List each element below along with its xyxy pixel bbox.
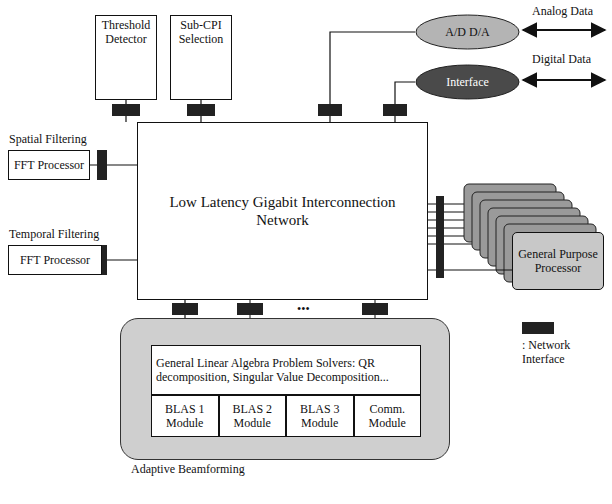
module-box: BLAS 1 Module (151, 395, 219, 437)
oval-shape (416, 65, 519, 99)
interface-oval: Interface (415, 64, 520, 100)
network-link (102, 259, 137, 260)
wire (428, 204, 464, 205)
node-text: Sub-CPI Selection (171, 16, 231, 48)
solver-box: General Linear Algebra Problem Solvers: … (151, 345, 421, 395)
node-text: Interface (442, 73, 493, 91)
node-text: Comm. Module (355, 400, 421, 432)
network-interface (187, 104, 215, 116)
data-arrows (523, 30, 605, 80)
network-interface (237, 303, 263, 315)
processor-box: General Purpose Processor (512, 232, 604, 290)
node-text: BLAS 1 Module (152, 400, 218, 432)
module-box: BLAS 3 Module (286, 395, 354, 437)
fft-box: Temporal FilteringFFT Processor (8, 245, 102, 275)
node-heading: Temporal Filtering (9, 227, 99, 241)
node-text: Threshold Detector (96, 16, 156, 48)
module-box: Comm. Module (354, 395, 422, 437)
node-text: General Linear Algebra Problem Solvers: … (152, 354, 420, 386)
legend-entry: : Network Interface (522, 322, 606, 366)
network-interface (112, 104, 140, 116)
digital-arrow (523, 79, 605, 81)
node-text: Low Latency Gigabit Interconnection Netw… (138, 191, 427, 231)
node-text: FFT Processor (16, 251, 94, 269)
network-link (330, 32, 415, 122)
network-interface (318, 104, 342, 116)
module-box: BLAS 2 Module (219, 395, 287, 437)
legend-text: : Network Interface (522, 338, 606, 366)
node-text: BLAS 3 Module (287, 400, 353, 432)
network-interface (97, 150, 107, 180)
detector-box: Threshold Detector (95, 15, 157, 100)
legend-swatch (522, 322, 554, 334)
network-interface (436, 196, 444, 278)
node-text: General Purpose Processor (513, 245, 603, 277)
network-box: Low Latency Gigabit Interconnection Netw… (137, 122, 428, 300)
network-interface (362, 303, 388, 315)
network-interface (172, 303, 198, 315)
port-label: Analog Data (532, 4, 593, 19)
node-text: FFT Processor (10, 156, 88, 174)
node-heading: Spatial Filtering (9, 132, 87, 146)
oval-shape (416, 15, 519, 49)
fft-box: Spatial FilteringFFT Processor (8, 150, 90, 180)
node-text: BLAS 2 Module (220, 400, 286, 432)
beamforming-group: Adaptive BeamformingGeneral Linear Algeb… (120, 318, 450, 460)
node-heading: Adaptive Beamforming (131, 462, 245, 476)
ellipsis-mark: ••• (297, 302, 310, 317)
node-text: A/D D/A (441, 23, 493, 41)
selection-box: Sub-CPI Selection (170, 15, 232, 100)
analog-arrow (523, 29, 605, 31)
port-label: Digital Data (532, 52, 591, 67)
network-interface (383, 104, 407, 116)
converter-oval: A/D D/A (415, 14, 520, 50)
